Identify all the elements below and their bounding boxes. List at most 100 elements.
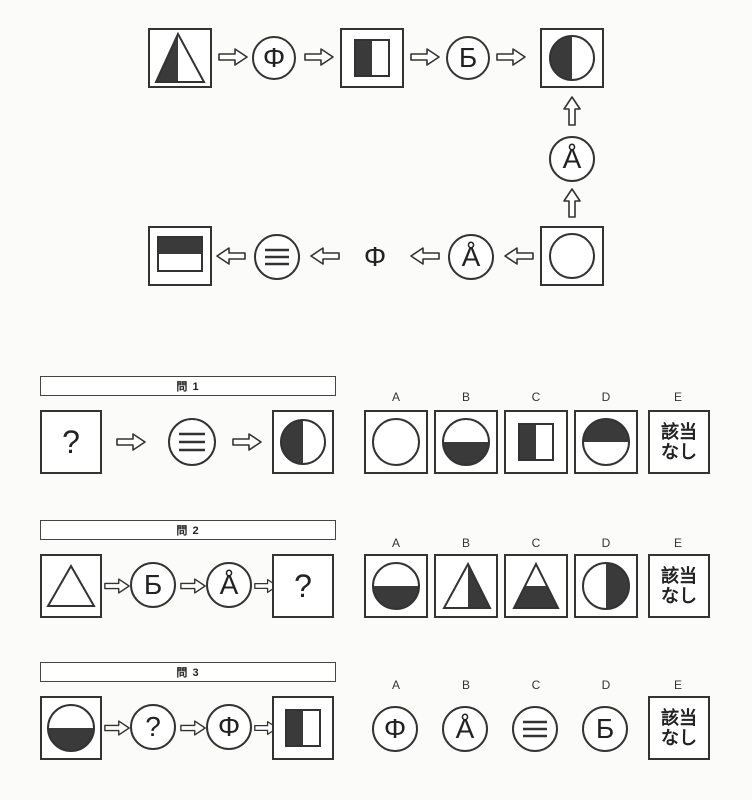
- p3-option-e[interactable]: 該当 なし: [648, 696, 710, 760]
- problem-3-header: 問 3: [40, 662, 336, 682]
- arrow-right-icon: [116, 433, 146, 451]
- p1-option-letter-d: D: [601, 390, 611, 404]
- p2-option-letter-c: C: [531, 536, 541, 550]
- p2-option-d[interactable]: [574, 554, 638, 618]
- triangle-right-half-icon: [442, 561, 492, 609]
- a-ring-symbol: Å: [455, 713, 475, 744]
- box-circle-left-half: [540, 28, 604, 88]
- p2-circle-be: Б: [130, 562, 176, 608]
- box-triangle-half: [148, 28, 212, 88]
- rect-half-left-icon: [354, 39, 390, 77]
- arrow-right-icon: [218, 48, 248, 66]
- arrow-left-icon: [216, 247, 246, 265]
- p3-option-letter-b: B: [461, 678, 470, 692]
- p2-option-e[interactable]: 該当 なし: [648, 554, 710, 618]
- none-line-1: 該当: [661, 708, 697, 729]
- p2-option-letter-b: B: [461, 536, 470, 550]
- problem-2-header: 問 2: [40, 520, 336, 540]
- p2-option-letter-a: A: [391, 536, 400, 550]
- problem-1-header: 問 1: [40, 376, 336, 396]
- p2-option-c[interactable]: [504, 554, 568, 618]
- problem-3-label: 問 3: [176, 667, 200, 679]
- p3-option-d[interactable]: Б: [582, 706, 628, 752]
- circle-bottom-half-icon: [47, 704, 95, 752]
- p3-option-letter-e: E: [673, 678, 682, 692]
- phi-symbol: Φ: [262, 42, 286, 73]
- none-line-1: 該当: [661, 422, 697, 443]
- triangle-half-icon: [154, 31, 206, 83]
- p1-option-c[interactable]: [504, 410, 568, 474]
- p1-question-box: ?: [40, 410, 102, 474]
- triangle-bottom-half-icon: [512, 561, 560, 609]
- question-mark: ?: [145, 711, 161, 742]
- p3-option-letter-d: D: [601, 678, 611, 692]
- none-line-1: 該当: [661, 566, 697, 587]
- circle-left-half-icon: [280, 419, 326, 465]
- circle-left-half-icon: [549, 35, 595, 81]
- p2-triangle-box: [40, 554, 102, 618]
- p1-option-letter-a: A: [391, 390, 400, 404]
- arrow-left-icon: [410, 247, 440, 265]
- none-line-2: なし: [661, 728, 697, 749]
- none-line-2: なし: [661, 586, 697, 607]
- arrow-right-icon: [304, 48, 334, 66]
- problem-1-label: 問 1: [176, 381, 200, 393]
- p3-option-letter-c: C: [531, 678, 541, 692]
- p2-option-a[interactable]: [364, 554, 428, 618]
- none-line-2: なし: [661, 442, 697, 463]
- arrow-right-icon: [104, 577, 130, 595]
- p1-result-box: [272, 410, 334, 474]
- question-mark: ?: [62, 423, 80, 460]
- p1-option-d[interactable]: [574, 410, 638, 474]
- p2-option-letter-e: E: [673, 536, 682, 550]
- circle-be: Б: [446, 36, 490, 80]
- p3-option-b[interactable]: Å: [442, 706, 488, 752]
- p1-option-a[interactable]: [364, 410, 428, 474]
- circle-a-ring: Å: [549, 136, 595, 182]
- be-symbol: Б: [458, 42, 478, 73]
- phi-symbol: Φ: [383, 713, 407, 744]
- p1-option-letter-e: E: [673, 390, 682, 404]
- be-symbol: Б: [143, 569, 163, 600]
- box-empty-circle: [540, 226, 604, 286]
- triple-line-icon: [179, 432, 205, 452]
- p3-option-letter-a: A: [391, 678, 400, 692]
- rect-half-left-icon: [285, 709, 321, 747]
- p3-result-box: [272, 696, 334, 760]
- p2-option-letter-d: D: [601, 536, 611, 550]
- circle-phi: Φ: [252, 36, 296, 80]
- circle-bottom-half-icon: [442, 418, 490, 466]
- p1-option-letter-c: C: [531, 390, 541, 404]
- triple-line-icon: [523, 720, 547, 738]
- question-mark: ?: [294, 567, 312, 604]
- phi-symbol: Φ: [363, 241, 387, 272]
- arrow-up-icon: [563, 188, 581, 218]
- p2-circle-a-ring: Å: [206, 562, 252, 608]
- circle-empty-icon: [549, 233, 595, 279]
- circle-phi: Φ: [352, 234, 398, 280]
- arrow-right-icon: [496, 48, 526, 66]
- arrow-right-icon: [104, 719, 130, 737]
- a-ring-symbol: Å: [219, 569, 239, 600]
- phi-symbol: Φ: [217, 711, 241, 742]
- arrow-left-icon: [310, 247, 340, 265]
- rect-top-half-icon: [157, 236, 203, 272]
- p3-option-a[interactable]: Φ: [372, 706, 418, 752]
- a-ring-symbol: Å: [461, 241, 481, 272]
- box-half-left-filled: [340, 28, 404, 88]
- p3-option-c[interactable]: [512, 706, 558, 752]
- circle-bottom-half-icon: [372, 562, 420, 610]
- a-ring-symbol: Å: [562, 143, 582, 174]
- p1-option-b[interactable]: [434, 410, 498, 474]
- circle-a-ring: Å: [448, 234, 494, 280]
- p2-option-b[interactable]: [434, 554, 498, 618]
- problem-2-label: 問 2: [176, 525, 200, 537]
- circle-right-half-icon: [582, 562, 630, 610]
- box-top-half-filled: [148, 226, 212, 286]
- arrow-right-icon: [180, 577, 206, 595]
- p1-option-letter-b: B: [461, 390, 470, 404]
- p1-option-e[interactable]: 該当 なし: [648, 410, 710, 474]
- arrow-right-icon: [180, 719, 206, 737]
- circle-triple-line: [254, 234, 300, 280]
- p3-circle-bottom-box: [40, 696, 102, 760]
